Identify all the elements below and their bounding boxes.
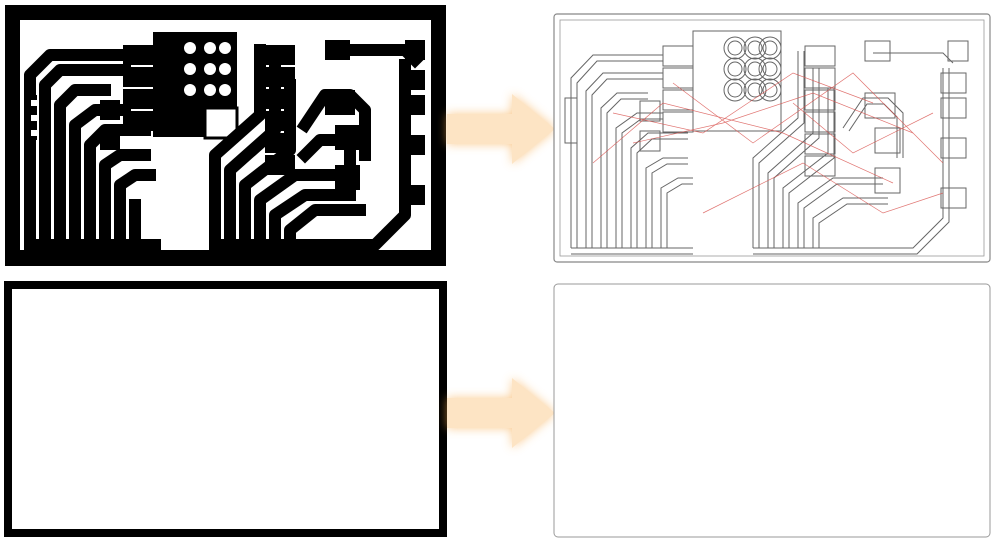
outline-mask-panel <box>4 281 447 537</box>
arrow-top <box>437 86 562 172</box>
outline-toolpath-panel <box>553 283 991 538</box>
arrow-bottom <box>437 370 562 456</box>
outline-mask-image <box>4 281 447 537</box>
traces-toolpath-panel <box>553 13 991 263</box>
traces-mask-image <box>5 5 446 266</box>
traces-toolpath-image <box>553 13 991 263</box>
outline-toolpath-image <box>553 283 991 538</box>
traces-mask-panel <box>5 5 446 266</box>
